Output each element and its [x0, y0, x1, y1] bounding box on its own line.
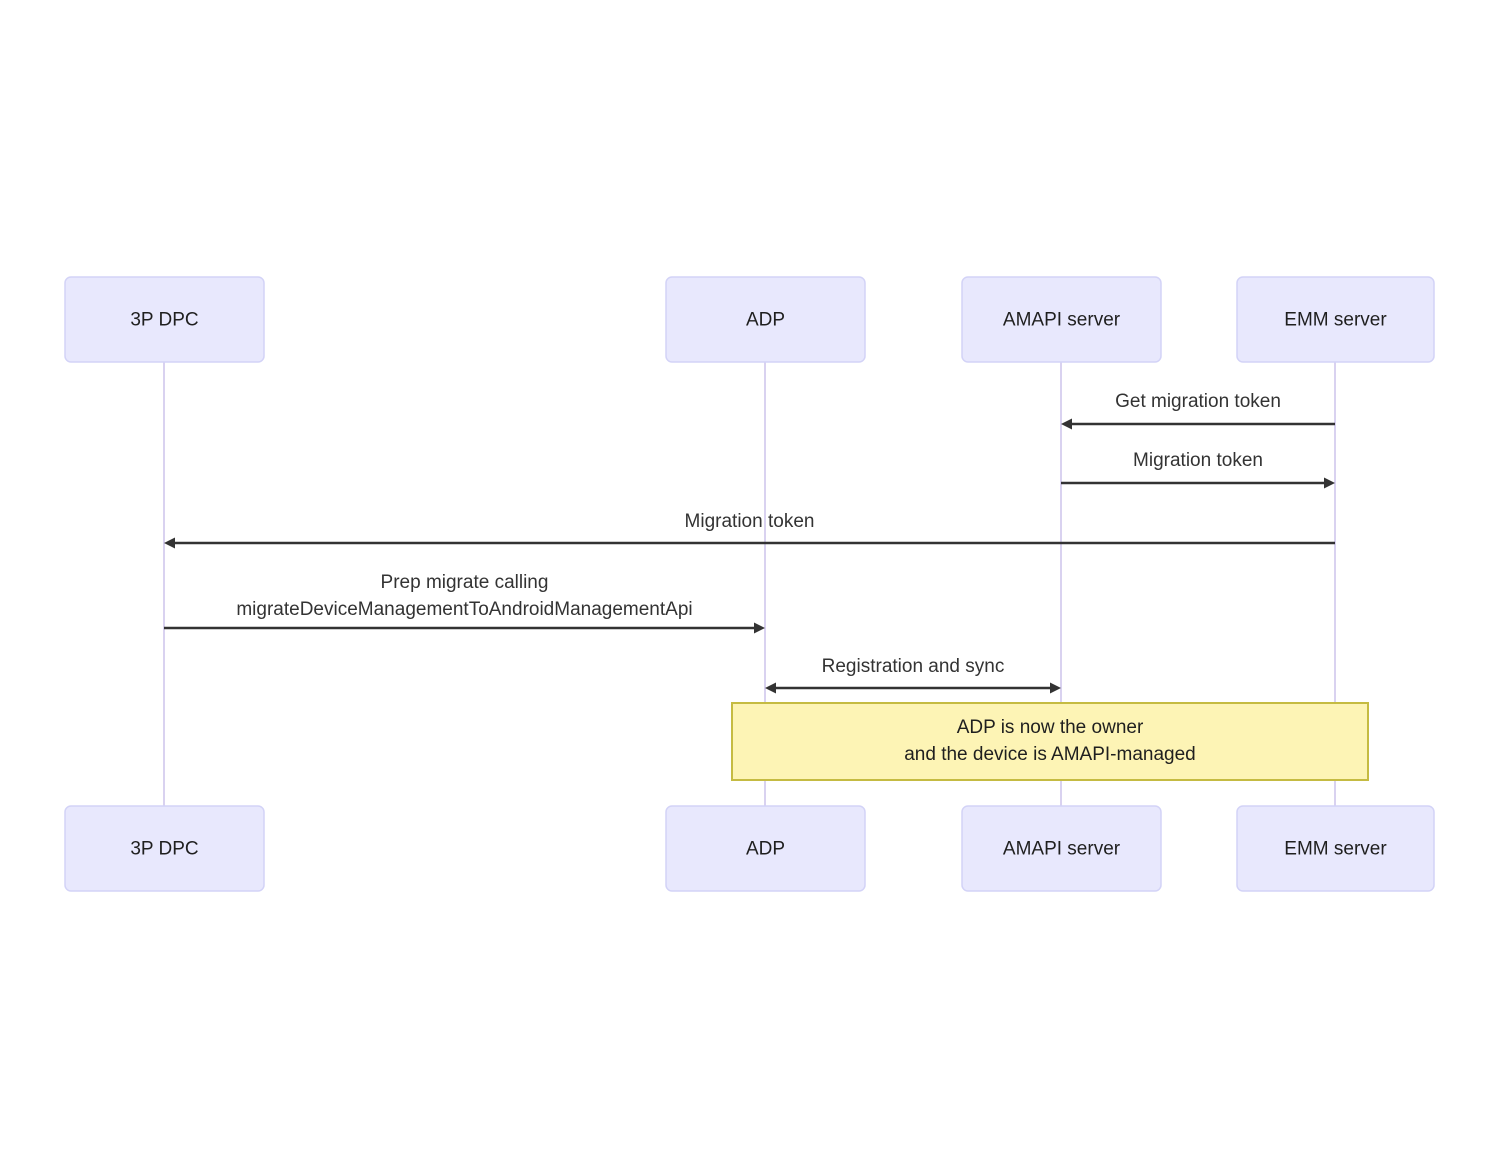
- actor-box-rect: [1236, 805, 1435, 892]
- actor-box-rect: [665, 276, 866, 363]
- message-label: Prep migrate calling: [381, 572, 549, 593]
- note-text-line: ADP is now the owner: [957, 717, 1144, 738]
- actor-box-rect: [64, 805, 265, 892]
- actor-box-rect: [961, 276, 1162, 363]
- notes-group: ADP is now the owner and the device is AM…: [731, 702, 1369, 781]
- message-m1: Get migration token: [1061, 391, 1335, 430]
- message-m4: Prep migrate calling migrateDeviceManagem…: [164, 572, 765, 634]
- note-text-line: and the device is AMAPI-managed: [904, 744, 1196, 765]
- actor-box-emm-bottom[interactable]: EMM server: [1236, 805, 1435, 892]
- actor-label-amapi: AMAPI server: [1003, 310, 1121, 331]
- arrowhead-icon: [164, 537, 175, 549]
- actor-boxes-top: 3P DPC ADP AMAPI server EMM server: [64, 276, 1435, 363]
- message-m3: Migration token: [164, 511, 1335, 549]
- note-rect: [731, 702, 1369, 781]
- message-label: Get migration token: [1115, 391, 1281, 412]
- actor-box-adp-top[interactable]: ADP: [665, 276, 866, 363]
- actor-label-adp: ADP: [746, 310, 785, 331]
- message-m5: Registration and sync: [765, 656, 1061, 694]
- actor-box-adp-bottom[interactable]: ADP: [665, 805, 866, 892]
- actor-box-dpc-bottom[interactable]: 3P DPC: [64, 805, 265, 892]
- actor-box-amapi-top[interactable]: AMAPI server: [961, 276, 1162, 363]
- actor-box-rect: [64, 276, 265, 363]
- message-label: Registration and sync: [822, 656, 1005, 677]
- actor-label-emm: EMM server: [1284, 839, 1387, 860]
- actor-label-amapi: AMAPI server: [1003, 839, 1121, 860]
- actor-label-emm: EMM server: [1284, 310, 1387, 331]
- message-m2: Migration token: [1061, 450, 1335, 489]
- actor-box-amapi-bottom[interactable]: AMAPI server: [961, 805, 1162, 892]
- actor-boxes-bottom: 3P DPC ADP AMAPI server EMM server: [64, 805, 1435, 892]
- message-label: Migration token: [1133, 450, 1263, 471]
- actor-box-dpc-top[interactable]: 3P DPC: [64, 276, 265, 363]
- note-n1: ADP is now the owner and the device is AM…: [731, 702, 1369, 781]
- actor-label-dpc: 3P DPC: [130, 839, 198, 860]
- actor-label-dpc: 3P DPC: [130, 310, 198, 331]
- actor-box-rect: [665, 805, 866, 892]
- arrowhead-icon: [1061, 418, 1072, 430]
- actor-box-rect: [961, 805, 1162, 892]
- actor-box-rect: [1236, 276, 1435, 363]
- message-label: migrateDeviceManagementToAndroidManageme…: [236, 599, 692, 620]
- arrowhead-icon: [754, 622, 765, 634]
- actor-label-adp: ADP: [746, 839, 785, 860]
- arrowhead-icon: [1324, 477, 1335, 489]
- arrowhead-icon: [765, 682, 776, 694]
- message-label: Migration token: [685, 511, 815, 532]
- arrowhead-icon: [1050, 682, 1061, 694]
- actor-box-emm-top[interactable]: EMM server: [1236, 276, 1435, 363]
